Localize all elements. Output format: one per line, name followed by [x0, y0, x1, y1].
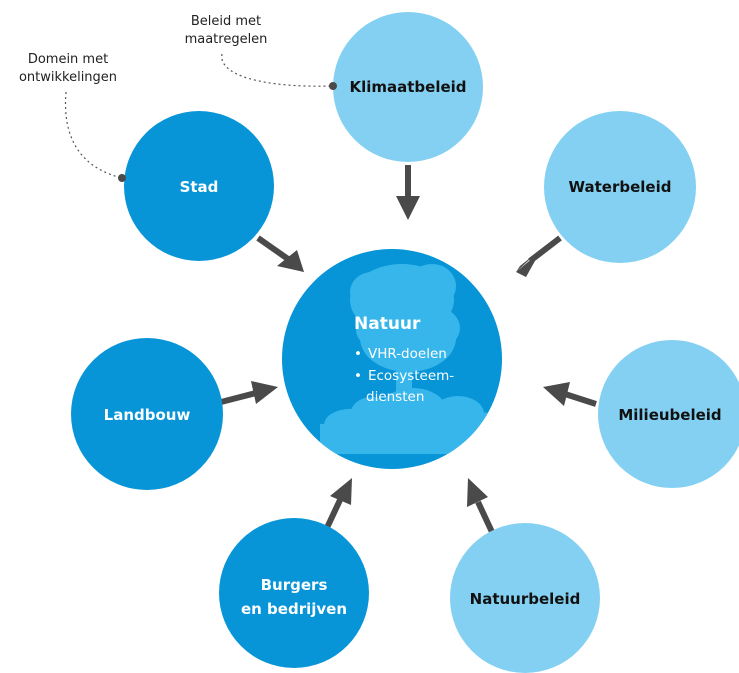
node-label-waterbeleid: Waterbeleid [569, 178, 672, 196]
annotation-policy-leader [221, 53, 334, 87]
node-burgers-en-bedrijven: Burgers en bedrijven [219, 518, 369, 668]
node-circle-milieubeleid [598, 340, 739, 488]
arrow-milieubeleid [543, 382, 597, 407]
node-label-stad: Stad [180, 178, 219, 196]
bullet-char-2: • [354, 368, 362, 384]
node-label-natuurbeleid: Natuurbeleid [470, 590, 581, 608]
arrow-burgers [322, 478, 352, 534]
center-bullet-3: diensten [366, 389, 424, 405]
node-circle-stad [124, 111, 274, 261]
bullet-text-2: Ecosysteem- [368, 368, 454, 384]
annotation-domain: Domein met ontwikkelingen [19, 52, 126, 182]
node-milieubeleid: Milieubeleid [598, 340, 739, 488]
annotation-domain-line2: ontwikkelingen [19, 70, 117, 85]
arrow-stad [256, 235, 304, 272]
node-stad: Stad [124, 111, 274, 261]
annotation-policy-line1: Beleid met [191, 14, 261, 29]
node-label-klimaatbeleid: Klimaatbeleid [349, 78, 466, 96]
node-label-milieubeleid: Milieubeleid [618, 406, 721, 424]
center-bullet-1: • VHR-doelen [354, 346, 447, 362]
arrow-landbouw [220, 381, 278, 405]
node-circle-klimaatbeleid [333, 12, 483, 162]
center-bullet-2: • Ecosysteem- [354, 368, 454, 384]
node-label-landbouw: Landbouw [104, 406, 191, 424]
center-natuur: Natuur • VHR-doelen • Ecosysteem- diensten… [282, 249, 504, 469]
node-klimaatbeleid: Klimaatbeleid [333, 12, 483, 162]
arrows [220, 165, 597, 534]
node-natuurbeleid: Natuurbeleid [450, 523, 600, 673]
annotation-domain-leader [64, 91, 123, 179]
arrow-klimaatbeleid [396, 165, 420, 220]
bullet-char-1: • [354, 346, 362, 362]
bullet-text-1: VHR-doelen [368, 346, 447, 362]
node-waterbeleid: Waterbeleid [544, 111, 696, 263]
arrow-waterbeleid [516, 235, 562, 277]
node-circle-burgers [219, 518, 369, 668]
node-circle-landbouw [71, 338, 223, 490]
center-title: Natuur [354, 314, 421, 334]
node-label-burgers-2: en bedrijven [241, 600, 347, 618]
arrow-natuurbeleid [467, 478, 495, 534]
annotation-policy: Beleid met maatregelen [185, 14, 337, 90]
node-landbouw: Landbouw [71, 338, 223, 490]
node-circle-natuurbeleid [450, 523, 600, 673]
annotation-domain-line1: Domein met [28, 52, 108, 67]
annotation-domain-dot [118, 174, 126, 182]
annotation-policy-dot [329, 82, 337, 90]
annotation-policy-line2: maatregelen [185, 32, 268, 47]
node-label-burgers-1: Burgers [261, 576, 328, 594]
node-circle-waterbeleid [544, 111, 696, 263]
